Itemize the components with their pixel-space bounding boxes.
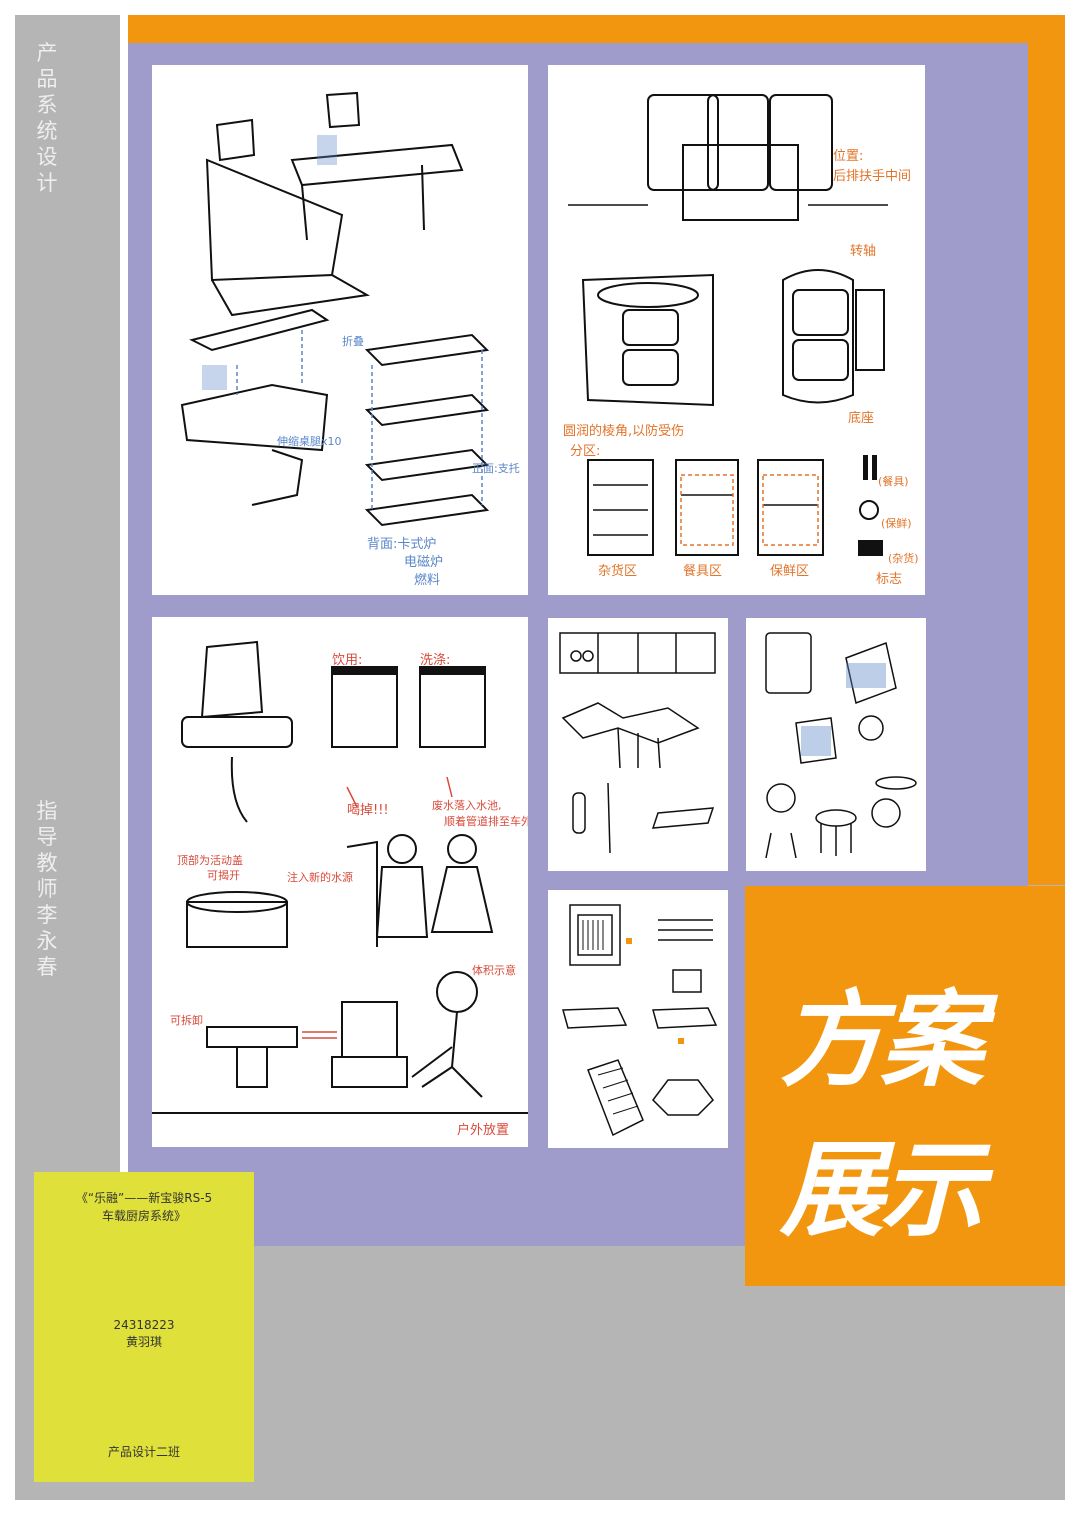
zone-label: 分区: [570, 444, 601, 459]
student-id: 24318223 [113, 1318, 175, 1332]
project-title-line2: 车载厨房系统》 [101, 1209, 186, 1223]
mark-label: 标志 [876, 572, 903, 587]
wash-note-line2: 顺着管道排至车外 [444, 815, 528, 828]
project-info-card: 《“乐融”——新宝骏RS-5 车载厨房系统》 24318223 黄羽琪 产品设计… [34, 1172, 254, 1482]
sketch-sheet-water: 饮用: 洗涤: 喝掉!!! 废水落入水池, 顺着管道排至车外 顶部为活动盖 可揭… [152, 617, 528, 1147]
student-name: 黄羽琪 [125, 1335, 162, 1349]
size-note: 体积示意 [472, 964, 516, 977]
tableware-zone-label: 餐具区 [683, 564, 723, 579]
wash-note-line1: 废水落入水池, [432, 799, 502, 812]
position-label: 位置: [833, 149, 864, 164]
white-divider [120, 15, 128, 1245]
fold-label: 折叠 [342, 335, 364, 348]
details-sketch-drawing [562, 904, 718, 1137]
wash-label: 洗涤: [420, 653, 451, 668]
fill-water-note: 注入新的水源 [287, 871, 353, 884]
top-lid-note-line2: 可揭开 [207, 869, 240, 882]
base-label: 底座 [848, 411, 875, 426]
banner-box [745, 886, 1065, 1286]
water-sketch-drawing [152, 640, 528, 1114]
fresh-icon-label: (保鲜) [881, 517, 912, 530]
class-name: 产品设计二班 [107, 1445, 180, 1459]
back-stove-label: 背面:卡式炉 [367, 537, 437, 552]
fuel-label: 燃料 [414, 573, 441, 588]
rotate-shaft-label: 转轴 [850, 244, 877, 259]
rounded-corner-note: 圆润的棱角,以防受伤 [563, 424, 685, 439]
telescopic-legs-label: 伸缩桌腿x10 [277, 435, 342, 448]
parts-sketch-drawing [559, 632, 716, 854]
tableware-icon-label: (餐具) [878, 475, 909, 488]
top-lid-note-line1: 顶部为活动盖 [177, 854, 243, 867]
fresh-zone-label: 保鲜区 [770, 564, 810, 579]
sketch-sheet-cabinet: 位置: 后排扶手中间 转轴 底座 圆润的棱角,以防受伤 分区: 杂货区 餐具区 … [548, 65, 925, 595]
cabinet-sketch-drawing [568, 94, 888, 556]
course-title: 产品系统设计 [36, 41, 58, 195]
sketch-sheet-accessories [746, 618, 926, 871]
drink-note: 喝掉!!! [347, 803, 389, 818]
banner-line-2: 展示 [780, 1129, 984, 1251]
grocery-icon-label: (杂货) [888, 552, 919, 565]
banner-title: 方案 展示 [780, 965, 1040, 1265]
detachable-note: 可拆卸 [170, 1014, 203, 1027]
induction-label: 电磁炉 [404, 555, 444, 570]
sketch-sheet-table: 折叠 伸缩桌腿x10 正面:支托 背面:卡式炉 电磁炉 燃料 [152, 65, 528, 595]
banner-line-1: 方案 [780, 979, 984, 1101]
drink-label: 饮用: [332, 653, 363, 668]
advisor-label: 指导教师李永春 [36, 799, 58, 979]
project-title-line1: 《“乐融”——新宝骏RS-5 [75, 1191, 213, 1205]
table-sketch-drawing [180, 91, 490, 527]
sketch-sheet-details [548, 890, 728, 1148]
front-support-label: 正面:支托 [472, 462, 520, 475]
position-value: 后排扶手中间 [833, 169, 912, 184]
outdoor-note: 户外放置 [457, 1123, 510, 1138]
grocery-zone-label: 杂货区 [598, 564, 638, 579]
sketch-sheet-parts [548, 618, 728, 871]
accessories-sketch-drawing [765, 632, 917, 859]
